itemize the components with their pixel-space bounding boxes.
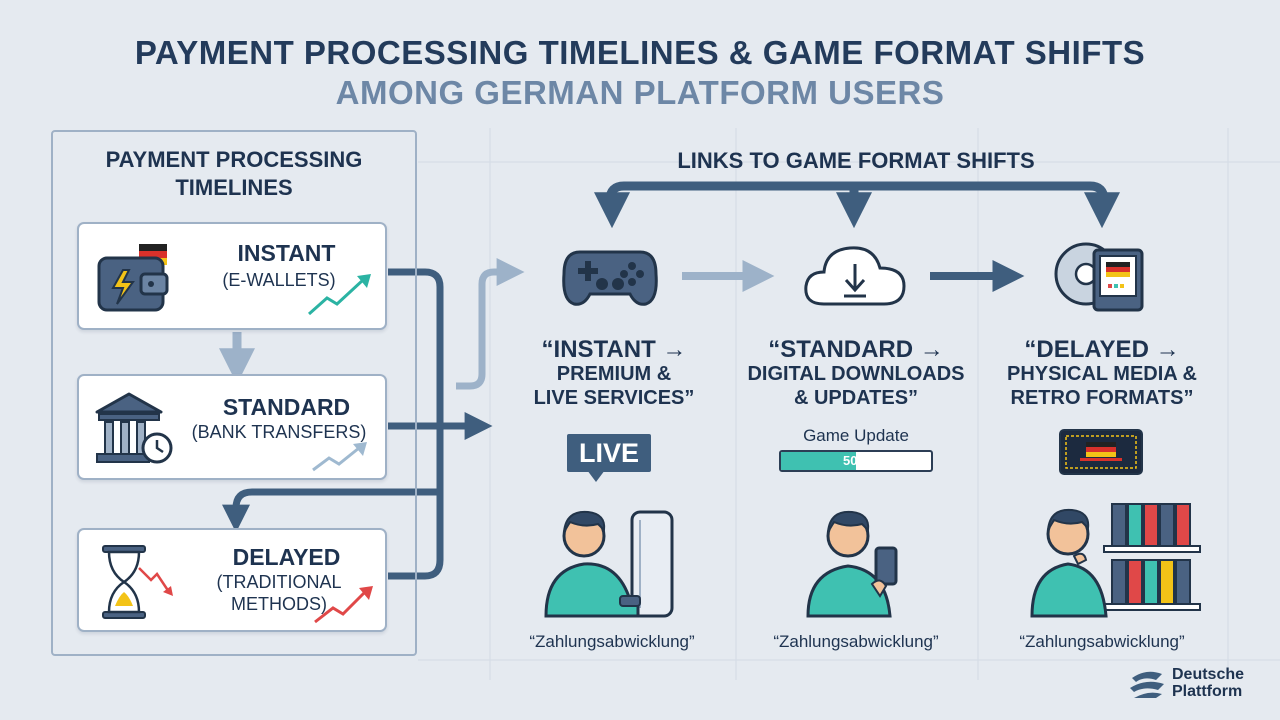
retro-screen-icon	[1059, 429, 1143, 475]
main-subtitle: AMONG GERMAN PLATFORM USERS	[335, 74, 945, 111]
arrow-to-delayed	[222, 488, 440, 533]
brand-line1: Deutsche	[1172, 666, 1245, 683]
instant-method-card: INSTANT (E-WALLETS)	[77, 222, 387, 330]
standard-label: STANDARD	[222, 394, 351, 420]
delayed-caption: “Zahlungsabwicklung”	[1019, 632, 1185, 651]
trend-up-icon	[308, 274, 371, 316]
cloud-download-icon	[804, 246, 906, 306]
instant-desc: (E-WALLETS)	[222, 270, 336, 290]
instant-caption: “Zahlungsabwicklung”	[529, 632, 695, 651]
brand-name: Deutsche Plattform	[1172, 666, 1244, 700]
instant-shift-line1: “INSTANT →	[541, 336, 687, 363]
delayed-shift-line1: “DELAYED →	[1024, 336, 1180, 363]
format-shifts-title: LINKS TO GAME FORMAT SHIFTS	[677, 148, 1035, 173]
person-shelf-icon	[1030, 503, 1201, 618]
standard-caption: “Zahlungsabwicklung”	[773, 632, 939, 651]
main-title: PAYMENT PROCESSING TIMELINES & GAME FORM…	[134, 34, 1146, 71]
instant-shift-label: “INSTANT → PREMIUM & LIVE SERVICES”	[489, 338, 739, 410]
standard-shift-line2: DIGITAL DOWNLOADS	[747, 363, 965, 385]
instant-shift-line2: PREMIUM &	[556, 363, 672, 385]
person-console-icon	[544, 510, 674, 618]
hourglass-icon	[102, 545, 173, 619]
standard-shift-line1: “STANDARD →	[768, 336, 944, 363]
delayed-desc-line2: METHODS)	[231, 594, 327, 614]
trend-flat-icon	[312, 442, 367, 472]
payment-timelines-panel	[51, 130, 417, 656]
game-update-label: Game Update	[803, 426, 909, 445]
trend-up-red-icon	[314, 586, 373, 624]
standard-shift-label: “STANDARD → DIGITAL DOWNLOADS & UPDATES”	[731, 338, 981, 410]
disc-cartridge-icon	[1054, 242, 1144, 312]
instant-label: INSTANT	[237, 240, 336, 266]
brand-line2: Plattform	[1172, 683, 1243, 700]
standard-shift-line3: & UPDATES”	[793, 387, 919, 409]
standard-method-card: STANDARD (BANK TRANSFERS)	[77, 374, 387, 480]
delayed-shift-line3: RETRO FORMATS”	[1010, 387, 1194, 409]
progress-fill	[781, 452, 856, 470]
delayed-desc-line1: (TRADITIONAL	[216, 572, 342, 592]
live-badge-tail	[587, 470, 605, 482]
delayed-shift-line2: PHYSICAL MEDIA &	[1006, 363, 1198, 385]
delayed-shift-label: “DELAYED → PHYSICAL MEDIA & RETRO FORMAT…	[977, 338, 1227, 410]
delayed-method-card: DELAYED (TRADITIONAL METHODS)	[77, 528, 387, 632]
instant-shift-line3: LIVE SERVICES”	[533, 387, 695, 409]
wallet-icon	[97, 244, 169, 312]
arrow-to-gamepad	[456, 258, 525, 390]
standard-desc: (BANK TRANSFERS)	[191, 422, 367, 442]
payment-timelines-title: PAYMENT PROCESSING TIMELINES	[105, 147, 363, 200]
person-phone-icon	[806, 510, 898, 618]
progress-percent: 50%	[842, 453, 870, 468]
game-update-progress: 50%	[779, 450, 933, 472]
delayed-label: DELAYED	[232, 544, 341, 570]
brand-logo-icon	[1130, 671, 1164, 698]
live-badge: LIVE	[567, 434, 651, 472]
gamepad-icon	[562, 250, 658, 306]
bank-clock-icon	[95, 392, 173, 464]
